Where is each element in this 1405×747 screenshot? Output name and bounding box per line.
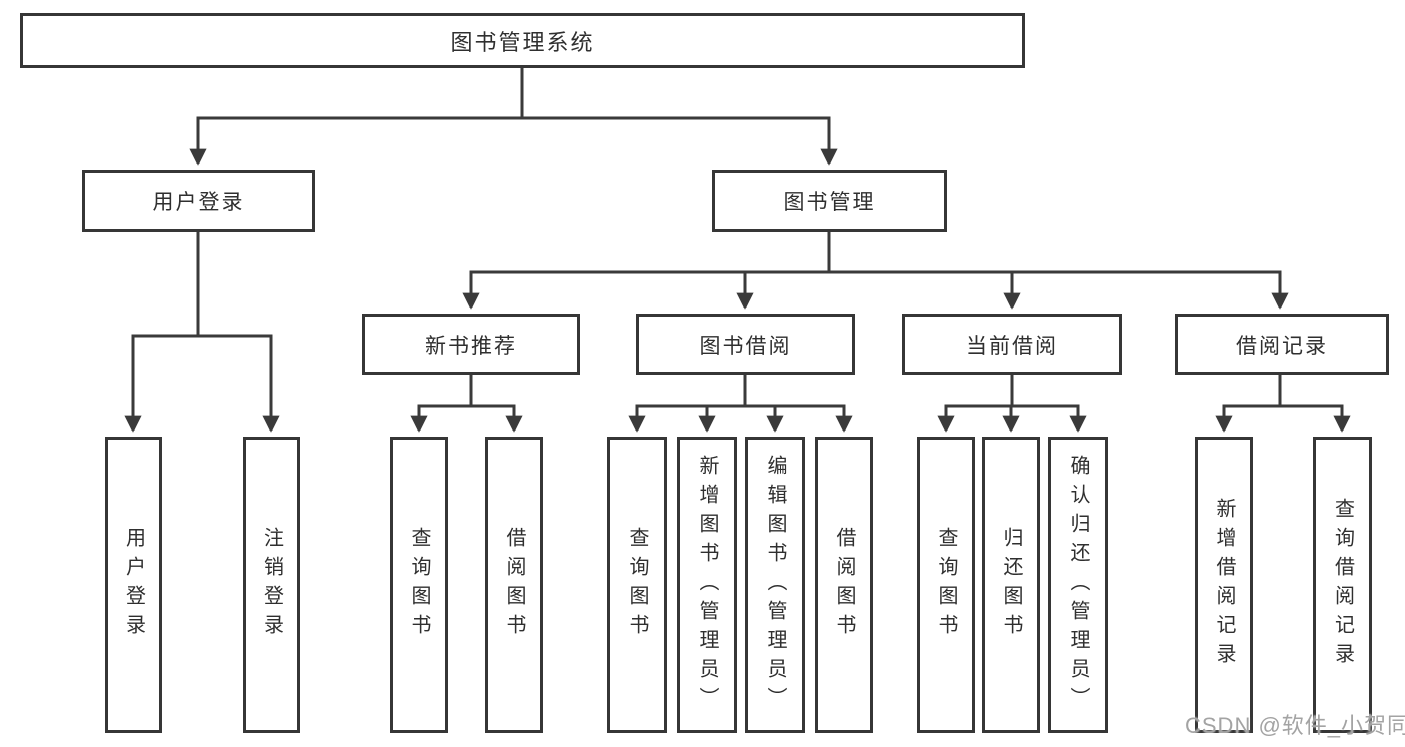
node-leaf-query-borrow-record: 查询借阅记录 bbox=[1313, 437, 1372, 733]
node-leaf-query-books-2: 查询图书 bbox=[607, 437, 667, 733]
node-book-management: 图书管理 bbox=[712, 170, 947, 232]
node-current-borrowing: 当前借阅 bbox=[902, 314, 1122, 375]
node-leaf-query-books-3: 查询图书 bbox=[917, 437, 975, 733]
node-leaf-borrow-books-2: 借阅图书 bbox=[815, 437, 873, 733]
node-book-borrowing: 图书借阅 bbox=[636, 314, 855, 375]
node-user-login: 用户登录 bbox=[82, 170, 315, 232]
node-leaf-edit-book-admin: 编辑图书（管理员） bbox=[745, 437, 805, 733]
node-leaf-user-login: 用户登录 bbox=[105, 437, 162, 733]
node-new-book-recommendation: 新书推荐 bbox=[362, 314, 580, 375]
node-leaf-add-borrow-record: 新增借阅记录 bbox=[1195, 437, 1253, 733]
node-library-management-system: 图书管理系统 bbox=[20, 13, 1025, 68]
csdn-watermark: CSDN @软件_小贺同学 bbox=[1185, 713, 1405, 738]
node-leaf-add-book-admin: 新增图书（管理员） bbox=[677, 437, 737, 733]
node-leaf-return-book: 归还图书 bbox=[982, 437, 1040, 733]
node-leaf-confirm-return-admin: 确认归还（管理员） bbox=[1048, 437, 1108, 733]
node-leaf-borrow-books-1: 借阅图书 bbox=[485, 437, 543, 733]
node-borrowing-records: 借阅记录 bbox=[1175, 314, 1389, 375]
node-leaf-query-books-1: 查询图书 bbox=[390, 437, 448, 733]
node-leaf-logout: 注销登录 bbox=[243, 437, 300, 733]
